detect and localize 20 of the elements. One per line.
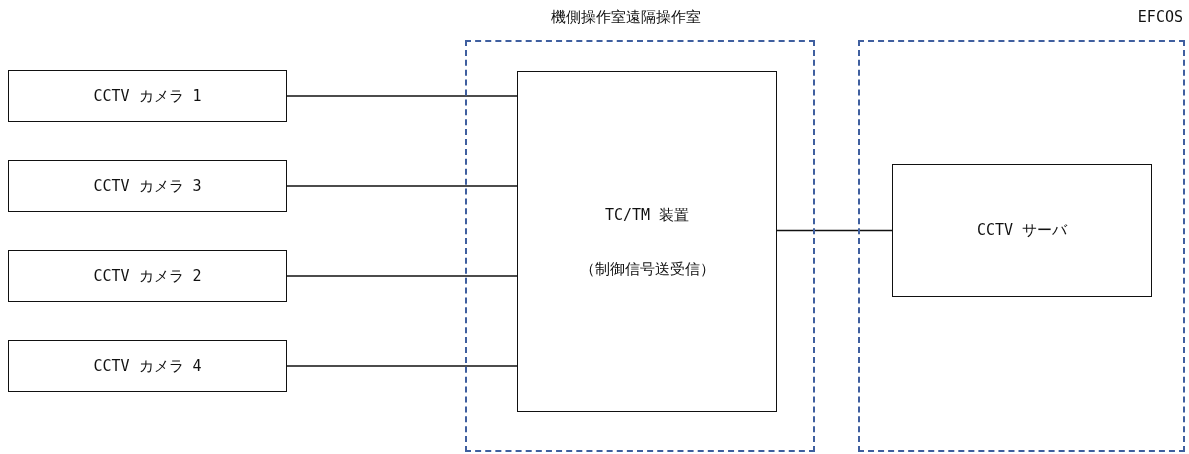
device-box [892,164,1152,297]
connector-line [286,365,518,367]
connector-line [776,229,893,232]
connector-line [286,275,518,277]
device-box [8,70,287,122]
box-note: （制御信号送受信） [579,258,715,280]
box-label: CCTV カメラ 2 [93,266,202,286]
box-label: CCTV サーバ [976,221,1068,240]
box-label: CCTV カメラ 4 [93,356,202,376]
connector-line [286,185,518,187]
box-label: CCTV カメラ 3 [93,176,202,196]
box-label: CCTV カメラ 1 [93,86,202,106]
device-box [8,250,287,302]
box-label: TC/TM 装置 [604,204,690,226]
group-heading: EFCOS [1137,8,1183,26]
device-box [8,340,287,392]
group-heading: 機側操作室遠隔操作室 [551,8,701,27]
connector-line [286,95,518,97]
device-box [517,71,777,412]
device-box [8,160,287,212]
